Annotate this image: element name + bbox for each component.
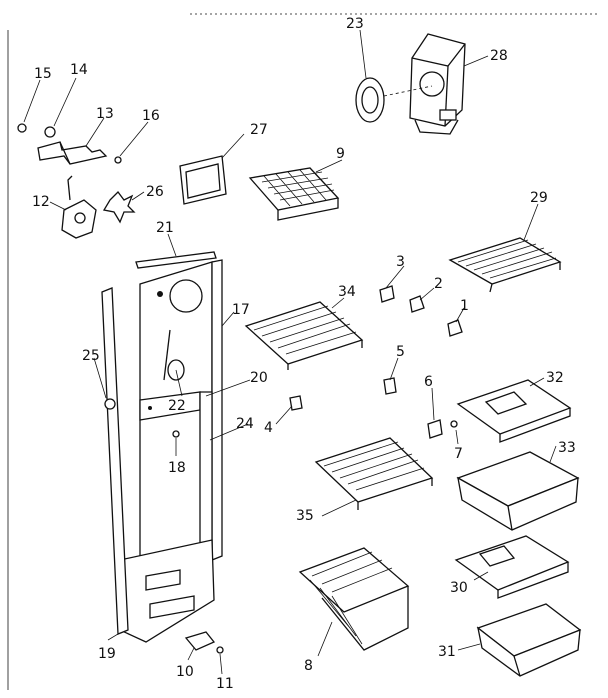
light-cover — [179, 155, 227, 205]
clip-5 — [383, 377, 397, 395]
clip-4 — [289, 395, 303, 411]
part-label-18: 18 — [168, 460, 186, 476]
clip-25 — [104, 398, 116, 410]
side-rail-17 — [211, 259, 223, 561]
thermostat — [61, 175, 97, 239]
wire-shelf-34 — [244, 301, 364, 370]
part-label-14: 14 — [70, 62, 88, 78]
part-label-10: 10 — [176, 664, 194, 680]
knob-26 — [102, 191, 136, 224]
part-label-33: 33 — [558, 440, 576, 456]
part-label-11: 11 — [216, 676, 234, 692]
fan-blade — [355, 77, 433, 123]
part-label-24: 24 — [236, 416, 254, 432]
part-label-5: 5 — [396, 344, 405, 360]
lower-liner — [119, 539, 215, 643]
part-label-28: 28 — [490, 48, 508, 64]
crisper-cover-32 — [456, 379, 572, 443]
part-label-1: 1 — [460, 298, 469, 314]
part-label-25: 25 — [82, 348, 100, 364]
part-label-7: 7 — [454, 446, 463, 462]
part-label-16: 16 — [142, 108, 160, 124]
part-label-6: 6 — [424, 374, 433, 390]
crisper-drawer-33 — [456, 451, 580, 531]
part-label-31: 31 — [438, 644, 456, 660]
wire-shelf-35 — [314, 437, 434, 510]
wire-basket — [298, 547, 410, 651]
clip-3 — [379, 285, 395, 303]
part-label-32: 32 — [546, 370, 564, 386]
screw-16 — [114, 156, 122, 164]
crisper-cover-30 — [454, 535, 570, 599]
part-label-22: 22 — [168, 398, 186, 414]
washer-14 — [44, 126, 56, 138]
screw-18 — [172, 430, 180, 438]
part-label-15: 15 — [34, 66, 52, 82]
top-trim — [135, 251, 217, 269]
leader-lines — [23, 29, 557, 675]
part-label-3: 3 — [396, 254, 405, 270]
screw-7 — [450, 420, 458, 428]
clip-6 — [427, 419, 443, 439]
clip-1 — [447, 319, 463, 337]
part-label-2: 2 — [434, 276, 443, 292]
part-label-29: 29 — [530, 190, 548, 206]
liner-panel — [139, 261, 213, 579]
left-rail — [101, 287, 129, 635]
screw-11 — [216, 646, 224, 654]
part-label-26: 26 — [146, 184, 164, 200]
part-label-34: 34 — [338, 284, 356, 300]
hinge-bracket — [184, 631, 216, 651]
screw-15 — [17, 123, 27, 133]
part-label-4: 4 — [264, 420, 273, 436]
part-label-9: 9 — [336, 146, 345, 162]
thermostat-bracket — [37, 141, 108, 165]
part-label-23: 23 — [346, 16, 364, 32]
part-label-27: 27 — [250, 122, 268, 138]
part-label-30: 30 — [450, 580, 468, 596]
side-trim-20 — [199, 391, 213, 561]
fan-housing — [409, 33, 466, 135]
part-label-19: 19 — [98, 646, 116, 662]
wire-shelf-29 — [448, 237, 562, 293]
part-label-8: 8 — [304, 658, 313, 674]
part-label-13: 13 — [96, 106, 114, 122]
part-labels: 23 28 15 14 13 16 27 9 12 26 21 17 29 34… — [32, 16, 576, 692]
part-label-20: 20 — [250, 370, 268, 386]
part-label-35: 35 — [296, 508, 314, 524]
part-label-12: 12 — [32, 194, 50, 210]
crisper-drawer-31 — [476, 603, 582, 677]
ice-tray — [248, 167, 340, 221]
part-label-21: 21 — [156, 220, 174, 236]
part-label-17: 17 — [232, 302, 250, 318]
